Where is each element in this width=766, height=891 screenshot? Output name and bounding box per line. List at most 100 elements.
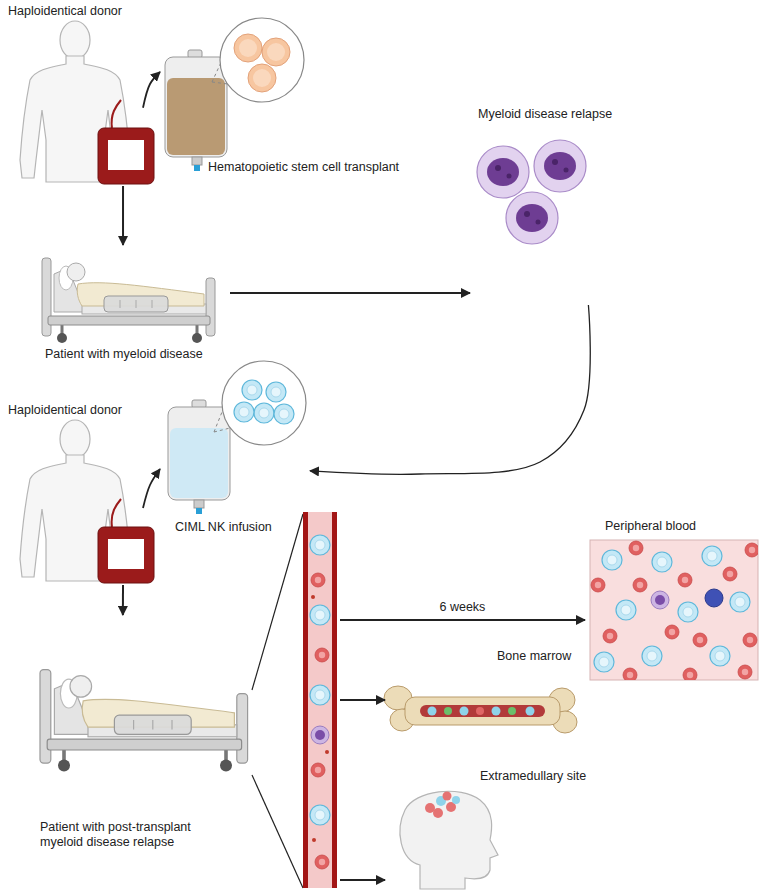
blood-smear [693, 633, 707, 647]
blood-smear [591, 578, 605, 592]
blood-vessel [325, 750, 329, 754]
flow-arrow [340, 879, 385, 881]
relapse-cells [477, 140, 586, 244]
blood-vessel [310, 685, 330, 705]
iv-bag [234, 34, 262, 62]
blood-vessel [303, 512, 337, 888]
caption: Myeloid disease relapse [478, 107, 612, 122]
iv-bag [167, 78, 225, 155]
iv-bag [254, 403, 274, 423]
donor-figure: Haploidentical donor [8, 403, 143, 585]
blood-smear [651, 591, 669, 609]
iv-bag [234, 402, 254, 422]
iv-bag [214, 428, 230, 432]
hospital-bed [40, 670, 248, 772]
blood-smear [642, 646, 662, 666]
blood-smear [602, 550, 622, 570]
bone [444, 707, 452, 715]
blood-smear [591, 541, 758, 680]
head-profile [433, 808, 443, 818]
blood-vessel [311, 573, 325, 587]
blood-smear [594, 652, 614, 672]
blood-smear [652, 552, 672, 572]
bone-marrow: Bone marrow [385, 645, 580, 745]
flow-arrow [310, 305, 590, 474]
flow-arrow [340, 699, 385, 701]
head-profile [452, 796, 460, 804]
iv-bag [165, 18, 304, 171]
blood-vessel [310, 605, 330, 625]
iv-bag [253, 69, 271, 87]
iv-bag [194, 500, 204, 508]
donor-figure [20, 21, 154, 184]
donor-figure: Haploidentical donor [8, 4, 143, 186]
iv-bag [267, 43, 285, 61]
caption: Haploidentical donor [8, 4, 122, 19]
relapse-cells [524, 211, 530, 217]
relapse-cells [487, 158, 519, 186]
blood-smear: Peripheral blood [585, 515, 761, 690]
blood-smear [723, 567, 737, 581]
relapse-cells [477, 146, 529, 198]
caption: Hematopoietic stem cell transplant [208, 160, 399, 175]
iv-bag [168, 407, 230, 500]
flow-arrow [230, 292, 470, 294]
flow-arrow [143, 469, 160, 508]
relapse-cells [536, 220, 541, 225]
blood-smear [738, 665, 752, 679]
bone [420, 705, 545, 717]
blood-smear [743, 633, 757, 647]
donor-figure [20, 420, 154, 583]
blood-smear [590, 540, 758, 680]
iv-bag [248, 64, 276, 92]
caption: Patient with myeloid disease [45, 347, 203, 362]
blood-vessel [315, 648, 329, 662]
blood-smear [629, 541, 643, 555]
iv-bag [194, 165, 200, 171]
patient-bed: Patient with post-transplant myeloid dis… [38, 615, 340, 890]
blood-vessel [311, 726, 329, 744]
blood-vessel [312, 838, 316, 842]
blood-smear [590, 540, 759, 682]
iv-bag [192, 157, 202, 165]
flow-arrow [340, 619, 585, 621]
blood-smear [603, 629, 617, 643]
edge-label: 6 weeks [437, 600, 489, 615]
caption: Patient with post-transplant myeloid dis… [40, 820, 230, 850]
caption: Haploidentical donor [8, 403, 122, 418]
iv-bag [274, 404, 294, 424]
leader-line [252, 775, 303, 888]
blood-smear [633, 578, 647, 592]
iv-bag: Hematopoietic stem cell transplant [160, 20, 402, 180]
head-profile [400, 791, 498, 889]
bone [476, 707, 484, 715]
bone [526, 707, 535, 716]
blood-smear [616, 600, 636, 620]
blood-smear [730, 592, 750, 612]
blood-vessel [311, 763, 325, 777]
head-profile [443, 792, 452, 801]
iv-bag [170, 428, 228, 498]
flow-arrow [143, 72, 160, 108]
leader-line [252, 514, 303, 690]
iv-bag [266, 382, 286, 402]
relapse-cells: Myeloid disease relapse [470, 105, 615, 305]
bone [492, 707, 501, 716]
blood-smear [683, 668, 697, 680]
patient-bed: Patient with myeloid disease [40, 245, 230, 365]
blood-smear [623, 668, 637, 680]
iv-bag [212, 82, 228, 84]
iv-bag [220, 18, 304, 102]
blood-smear [678, 573, 692, 587]
iv-bag [262, 38, 290, 66]
iv-bag [242, 380, 262, 400]
relapse-cells [564, 168, 569, 173]
blood-smear [678, 602, 698, 622]
blood-smear [702, 546, 722, 566]
iv-bag [239, 39, 257, 57]
relapse-cells [495, 165, 501, 171]
flow-arrow [122, 585, 124, 615]
